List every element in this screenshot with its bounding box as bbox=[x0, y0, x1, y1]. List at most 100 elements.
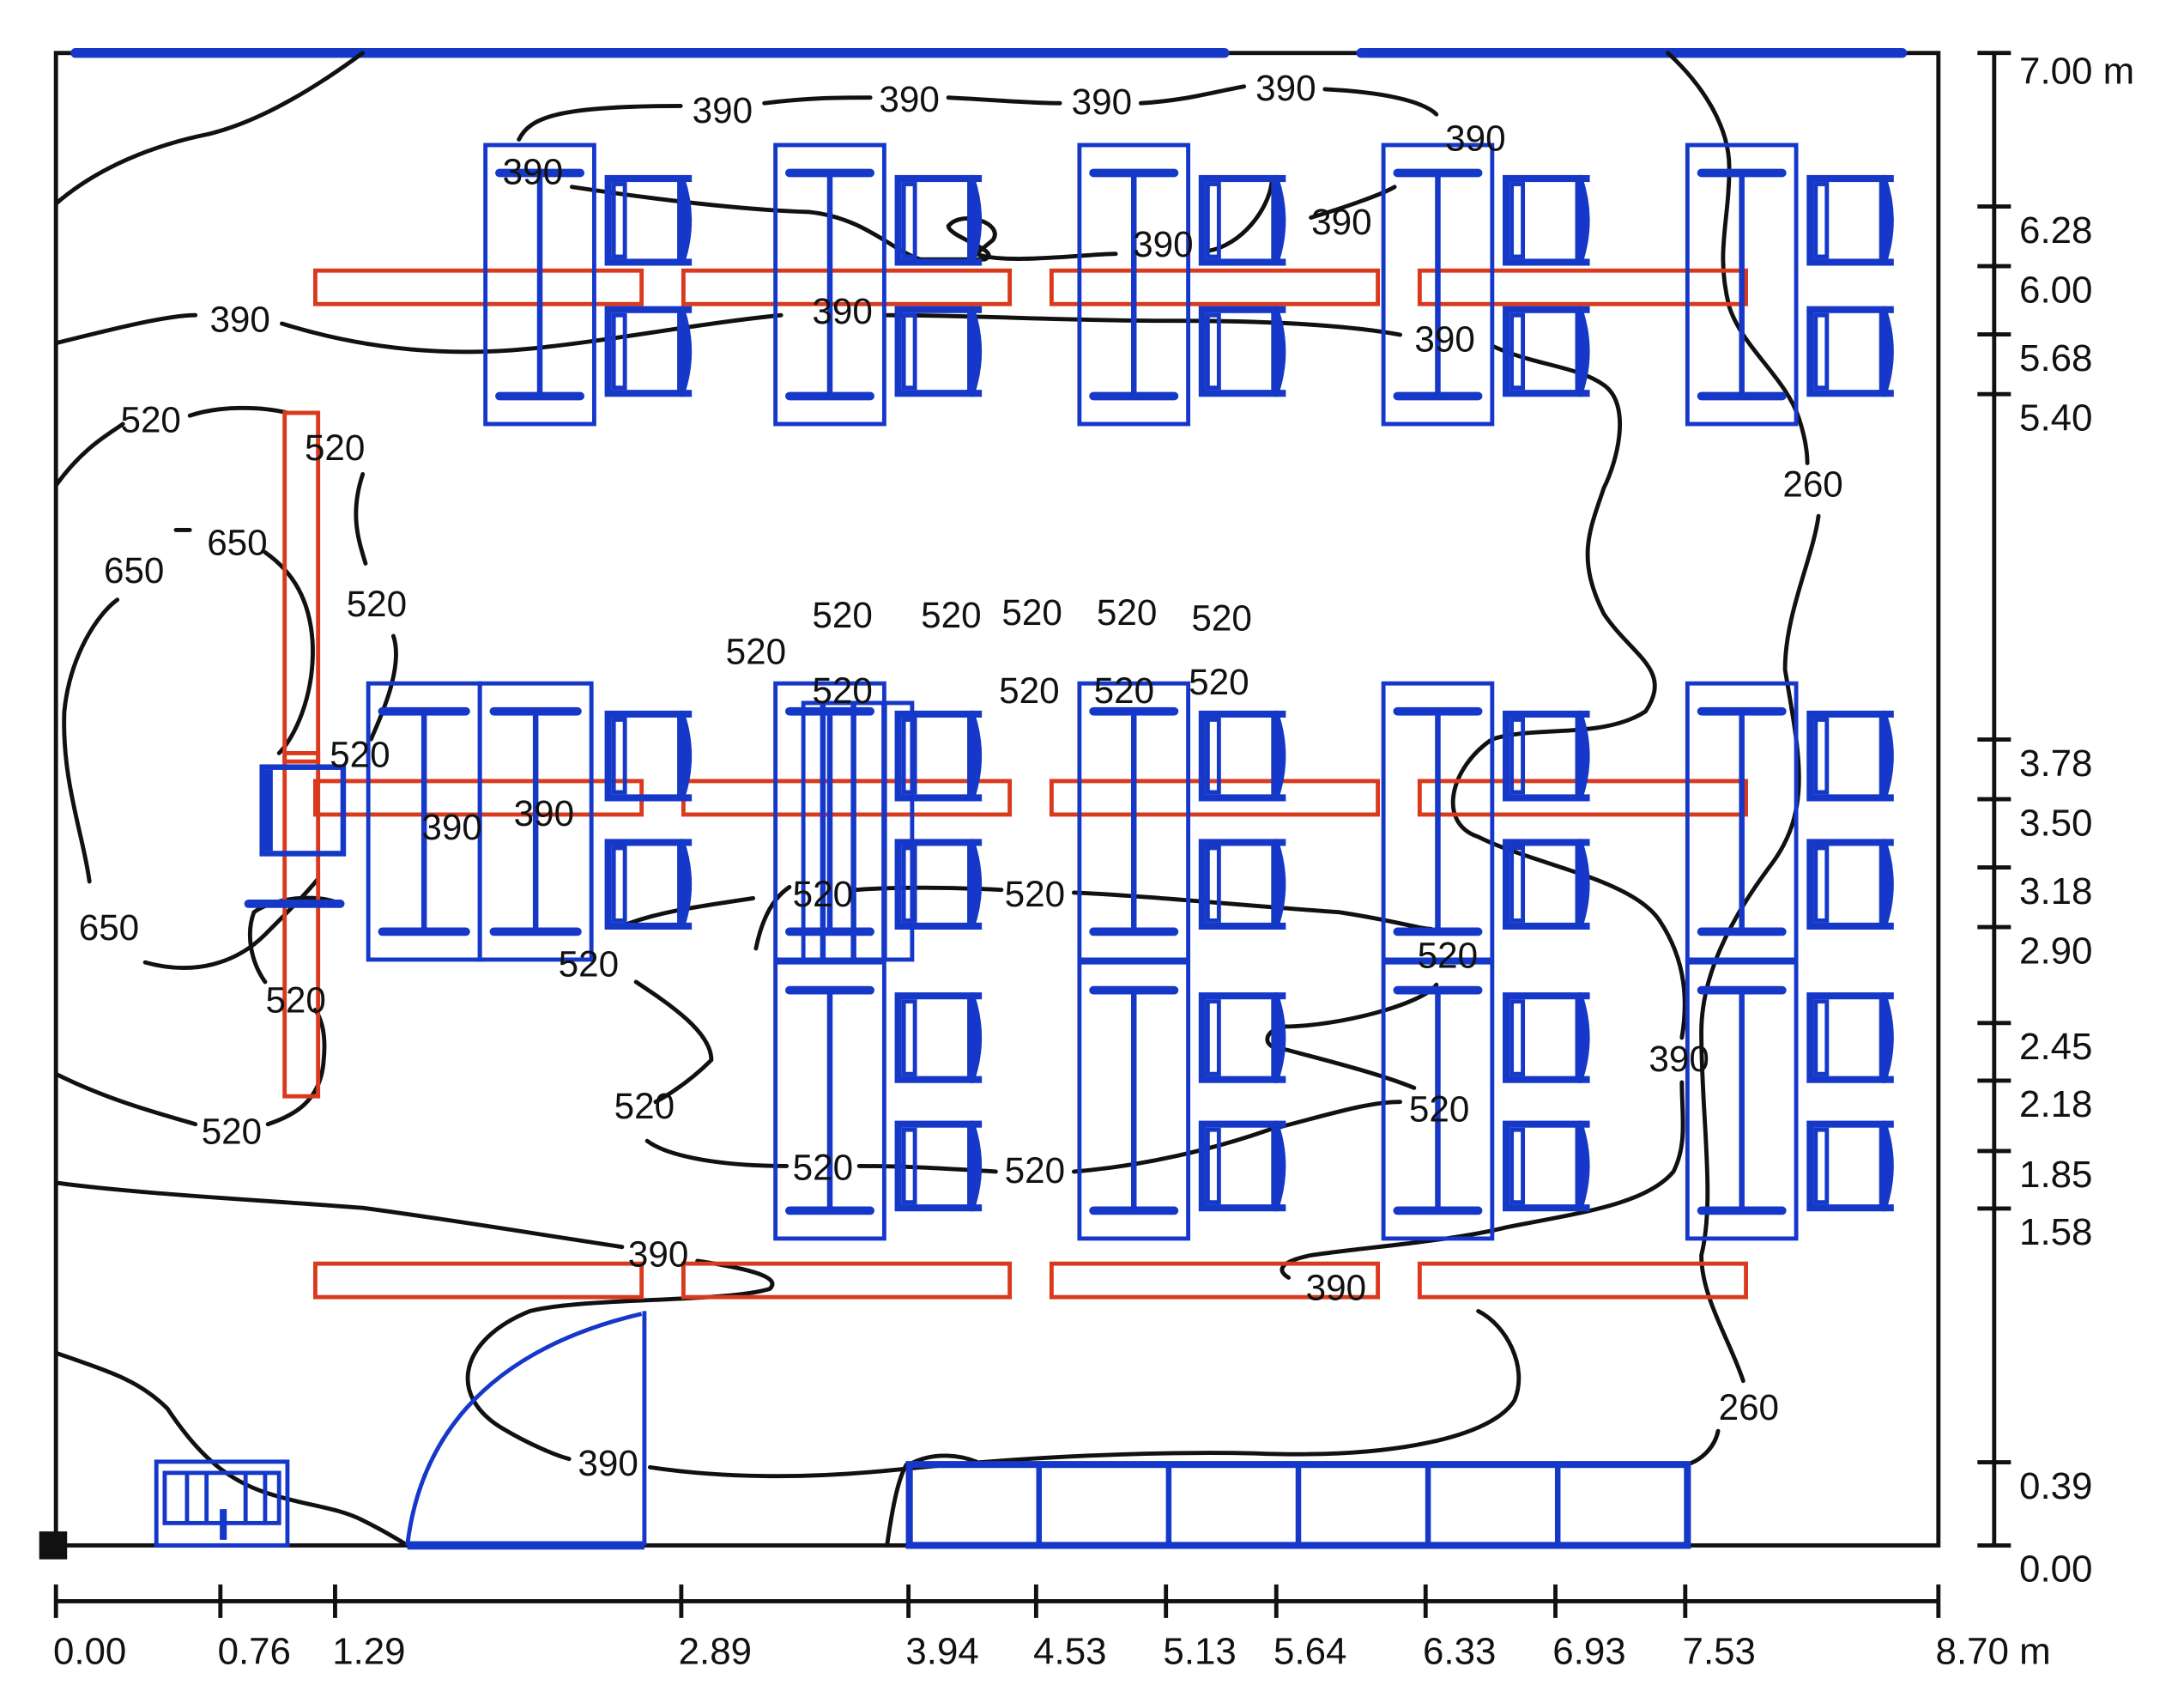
contour-label: 650 bbox=[207, 523, 267, 563]
chair-arm bbox=[1205, 718, 1221, 795]
side-chair bbox=[244, 764, 347, 908]
chair-back bbox=[1270, 1123, 1286, 1209]
chair-seat bbox=[894, 1120, 975, 1212]
contour-label: 520 bbox=[347, 584, 407, 624]
desk-outline bbox=[1685, 681, 1799, 962]
contour-520-lower-mid bbox=[633, 979, 1403, 1174]
y-axis-tick-label: 2.18 bbox=[2019, 1083, 2092, 1125]
contour-label: 520 bbox=[559, 943, 619, 984]
chair-arm bbox=[901, 1127, 917, 1205]
y-axis-tick-label: 3.50 bbox=[2019, 802, 2092, 844]
chair-back bbox=[1878, 177, 1894, 264]
y-axis-tick-label: 3.18 bbox=[2019, 870, 2092, 912]
chair bbox=[1503, 839, 1590, 930]
contour-390-top bbox=[517, 84, 1439, 142]
chair bbox=[604, 306, 693, 397]
y-axis-tick-label: 1.85 bbox=[2019, 1154, 2092, 1196]
contour-label: 520 bbox=[921, 595, 981, 635]
chair-seat bbox=[894, 839, 975, 930]
chair bbox=[1806, 710, 1894, 802]
chair bbox=[1503, 174, 1590, 266]
chair-arm bbox=[1509, 718, 1526, 795]
chair-back bbox=[966, 712, 983, 799]
chair bbox=[1806, 839, 1894, 930]
contour-label: 390 bbox=[578, 1443, 638, 1483]
chair-back bbox=[1574, 308, 1590, 395]
chair-arm bbox=[1813, 312, 1830, 391]
chair-back bbox=[1574, 712, 1590, 799]
chair bbox=[604, 710, 693, 802]
chair bbox=[894, 839, 983, 930]
contour-label: 260 bbox=[1719, 1387, 1779, 1427]
chair bbox=[604, 174, 693, 266]
desk-outline bbox=[773, 142, 886, 427]
chair-arm bbox=[901, 845, 917, 923]
chair-back bbox=[1270, 177, 1286, 264]
chair bbox=[1503, 992, 1590, 1083]
desk-outline bbox=[483, 142, 596, 427]
chair-seat bbox=[604, 306, 685, 397]
contour-label: 390 bbox=[693, 90, 753, 130]
luminaire bbox=[1049, 268, 1381, 306]
x-axis-tick-label: 0.76 bbox=[218, 1631, 291, 1673]
wardrobe-outline bbox=[801, 700, 915, 962]
chair-arm bbox=[901, 718, 917, 795]
chair-arm bbox=[1205, 312, 1221, 391]
luminaire bbox=[312, 1261, 644, 1300]
contour-label: 520 bbox=[999, 670, 1059, 711]
desk-outline bbox=[1077, 681, 1191, 962]
chair-seat bbox=[1198, 710, 1279, 802]
chair bbox=[1198, 1120, 1286, 1212]
contour-label: 520 bbox=[1005, 874, 1065, 914]
contour-label: 520 bbox=[1001, 592, 1062, 633]
chair bbox=[1198, 710, 1286, 802]
contour-label: 390 bbox=[1445, 118, 1505, 158]
contour-label: 520 bbox=[1097, 592, 1157, 633]
chair bbox=[1503, 1120, 1590, 1212]
contour-label: 390 bbox=[421, 807, 481, 847]
chair bbox=[1503, 306, 1590, 397]
contour-label: 390 bbox=[1133, 224, 1193, 264]
chair-back bbox=[1270, 994, 1286, 1082]
chair-seat bbox=[1806, 306, 1886, 397]
desk-outline bbox=[477, 681, 594, 962]
chair-arm bbox=[611, 312, 627, 391]
chair-seat bbox=[1198, 306, 1279, 397]
contour-label: 390 bbox=[1306, 1267, 1366, 1307]
contour-label: 390 bbox=[1649, 1039, 1709, 1079]
x-axis-tick-label: 0.00 bbox=[53, 1631, 126, 1673]
chair-back bbox=[1270, 840, 1286, 928]
y-axis-tick-label: 2.90 bbox=[2019, 930, 2092, 972]
x-axis-tick-label: 6.93 bbox=[1552, 1631, 1625, 1673]
chair bbox=[1806, 174, 1894, 266]
chair-seat bbox=[1503, 1120, 1582, 1212]
chair-arm bbox=[611, 718, 627, 795]
contour-label: 520 bbox=[793, 1148, 853, 1188]
chair-seat bbox=[1806, 839, 1886, 930]
y-axis-tick-label: 5.40 bbox=[2019, 397, 2092, 439]
chair-arm bbox=[1509, 312, 1526, 391]
cabinet-row bbox=[905, 1461, 1691, 1549]
contour-label: 390 bbox=[1311, 202, 1371, 242]
contour-260-bottom bbox=[1685, 1428, 1721, 1467]
x-axis-tick-label: 4.53 bbox=[1033, 1631, 1106, 1673]
chair-seat bbox=[1503, 992, 1582, 1083]
contour-label: 520 bbox=[202, 1111, 262, 1151]
chair bbox=[894, 306, 983, 397]
chair bbox=[894, 174, 983, 266]
chair-back bbox=[1574, 994, 1590, 1082]
chair-back bbox=[1878, 1123, 1894, 1209]
contour-label: 390 bbox=[879, 79, 939, 119]
chair-arm bbox=[1205, 845, 1221, 923]
contour-label: 520 bbox=[1418, 936, 1478, 976]
door bbox=[405, 1311, 647, 1550]
luminaire bbox=[1049, 779, 1381, 817]
chair-back bbox=[966, 840, 983, 928]
desk bbox=[1381, 142, 1495, 427]
desk bbox=[1077, 142, 1191, 427]
chair-back bbox=[1878, 994, 1894, 1082]
x-axis-tick-label: 6.33 bbox=[1423, 1631, 1496, 1673]
chair-seat bbox=[894, 710, 975, 802]
contour-lines bbox=[53, 51, 1821, 1548]
contour-label: 390 bbox=[1414, 318, 1474, 359]
